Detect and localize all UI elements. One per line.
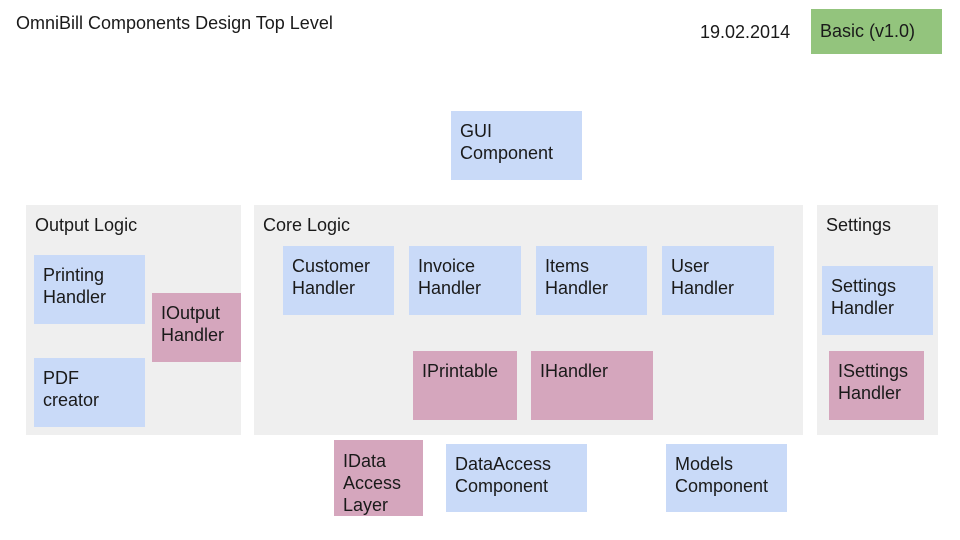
core-logic-group: Core Logic: [254, 205, 803, 435]
pdf-creator-box: PDF creator: [34, 358, 145, 427]
iprintable-box: IPrintable: [413, 351, 517, 420]
diagram-date: 19.02.2014: [700, 22, 791, 42]
idata-access-layer-box: IData Access Layer: [334, 440, 423, 516]
customer-handler-box: Customer Handler: [283, 246, 394, 315]
ioutput-handler-box: IOutput Handler: [152, 293, 241, 362]
items-handler-box: Items Handler: [536, 246, 647, 315]
models-component-box: Models Component: [666, 444, 787, 512]
diagram-title: OmniBill Components Design Top Level: [16, 13, 333, 33]
core-logic-label: Core Logic: [263, 215, 351, 235]
dataaccess-component-box: DataAccess Component: [446, 444, 587, 512]
settings-handler-box: Settings Handler: [822, 266, 933, 335]
isettings-handler-box: ISettings Handler: [829, 351, 924, 420]
ihandler-box: IHandler: [531, 351, 653, 420]
output-logic-label: Output Logic: [35, 215, 138, 235]
printing-handler-box: Printing Handler: [34, 255, 145, 324]
invoice-handler-box: Invoice Handler: [409, 246, 521, 315]
user-handler-box: User Handler: [662, 246, 774, 315]
settings-label: Settings: [826, 215, 892, 235]
version-badge: Basic (v1.0): [811, 9, 942, 54]
gui-component-box: GUI Component: [451, 111, 582, 180]
